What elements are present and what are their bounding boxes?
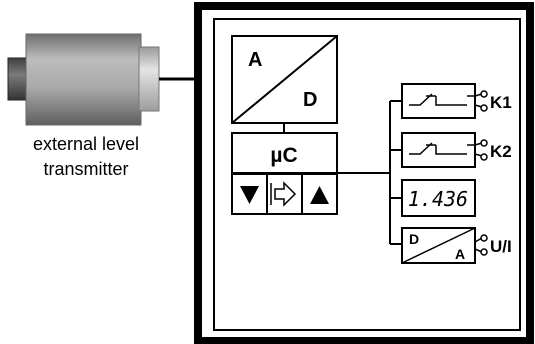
- ad-label-d: D: [303, 89, 317, 111]
- ad-converter-block: A D: [231, 35, 338, 124]
- device-inner-frame: [213, 18, 521, 331]
- relay-k1-label: K1: [490, 93, 512, 112]
- transmitter-caption-line1: external level: [33, 134, 139, 154]
- enter-icon: [270, 181, 297, 207]
- up-arrow-icon: [310, 186, 329, 204]
- uc-label: µC: [270, 144, 297, 167]
- down-arrow-icon: [240, 186, 259, 204]
- ad-label-a: A: [248, 49, 262, 71]
- relay-k1: K1: [401, 83, 512, 119]
- level-transmitter-icon: [7, 33, 160, 126]
- relay-k2: K2: [401, 132, 512, 168]
- da-label-a: A: [455, 246, 465, 262]
- output-bus: [337, 100, 402, 245]
- transmitter-caption-line2: transmitter: [43, 159, 128, 179]
- keypad: [231, 173, 338, 215]
- analog-output-label: U/I: [490, 237, 512, 256]
- microcontroller-block: µC: [231, 132, 338, 174]
- numeric-display: 1.436: [401, 179, 476, 217]
- analog-output-block: D A U/I: [401, 227, 512, 264]
- relay-k2-label: K2: [490, 142, 512, 161]
- da-label-d: D: [409, 231, 419, 247]
- display-value: 1.436: [408, 187, 468, 211]
